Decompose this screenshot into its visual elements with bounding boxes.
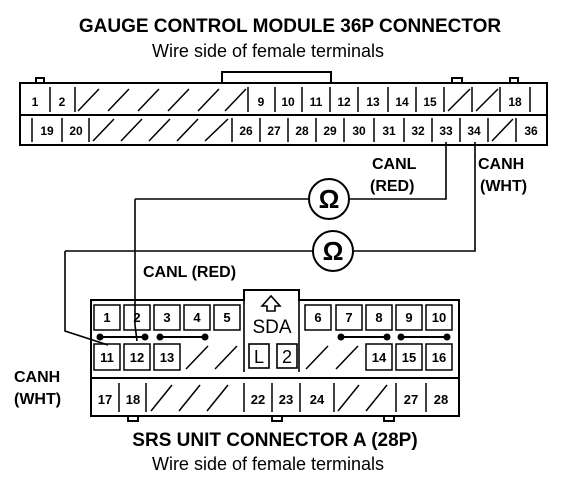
- pin-label: 8: [375, 310, 382, 325]
- pin-label: 7: [345, 310, 352, 325]
- top-connector-pins: 1 2 9 10 11 12 13 14 15 18 19 20 26 27 2…: [32, 95, 538, 138]
- pin-label: 4: [193, 310, 201, 325]
- pin-label: 18: [126, 392, 140, 407]
- pin-label: 13: [366, 95, 380, 109]
- pin-label: 29: [323, 124, 337, 138]
- pin-label: 1: [103, 310, 110, 325]
- canl-label: CANL: [372, 156, 417, 173]
- pin-label: 11: [310, 95, 323, 109]
- box-2: [276, 343, 298, 369]
- pin-label: 36: [524, 124, 538, 138]
- pin-label: 12: [337, 95, 351, 109]
- pin-label: 14: [395, 95, 409, 109]
- ohmmeter-canl: Ω: [308, 178, 350, 220]
- pin-label: 34: [467, 124, 481, 138]
- srs-connector-subtitle: Wire side of female terminals: [152, 454, 384, 474]
- ohm-symbol-icon: Ω: [323, 236, 344, 266]
- pin-label: 23: [279, 392, 293, 407]
- top-connector-title: GAUGE CONTROL MODULE 36P CONNECTOR: [79, 16, 502, 37]
- pin-label: 5: [223, 310, 230, 325]
- top-connector-row1: [49, 87, 531, 112]
- pin-label: 20: [69, 124, 83, 138]
- pin-label: 27: [404, 392, 418, 407]
- top-connector-row2: [31, 118, 517, 142]
- box-2-label: 2: [282, 347, 292, 367]
- pin-label: 11: [100, 350, 114, 365]
- pin-label: 12: [130, 350, 144, 365]
- canh-label: CANH: [478, 156, 524, 173]
- canh-left-label: CANH: [14, 369, 60, 386]
- pin-label: 17: [98, 392, 112, 407]
- ohmmeter-canh: Ω: [312, 230, 354, 272]
- srs-row2-cells: [93, 343, 453, 371]
- wht-label: (WHT): [480, 178, 527, 195]
- pin-label: 2: [133, 310, 140, 325]
- pin-label: 28: [295, 124, 309, 138]
- pin-label: 13: [160, 350, 174, 365]
- srs-row3: [118, 383, 427, 412]
- pin-label: 15: [423, 95, 437, 109]
- sda-label: SDA: [252, 317, 291, 338]
- top-connector: [19, 71, 548, 146]
- srs-connector-title: SRS UNIT CONNECTOR A (28P): [132, 430, 417, 451]
- pin-label: 6: [314, 310, 321, 325]
- pin-label: 1: [32, 95, 39, 109]
- pin-label: 28: [434, 392, 448, 407]
- canl-red-label: CANL (RED): [143, 264, 236, 281]
- ohm-symbol-icon: Ω: [319, 184, 340, 214]
- pin-label: 9: [258, 95, 265, 109]
- pin-label: 10: [432, 310, 446, 325]
- pin-label: 9: [405, 310, 412, 325]
- wires: [64, 142, 476, 346]
- pin-label: 3: [163, 310, 170, 325]
- pin-label: 10: [281, 95, 295, 109]
- top-connector-subtitle: Wire side of female terminals: [152, 41, 384, 61]
- pin-label: 33: [439, 124, 453, 138]
- canh-wire: [353, 142, 476, 252]
- pin-label: 22: [251, 392, 265, 407]
- pin-label: 15: [402, 350, 416, 365]
- pin-label: 24: [310, 392, 325, 407]
- pin-label: 18: [508, 95, 522, 109]
- srs-connector: [90, 289, 460, 422]
- shorting-bars: [96, 333, 451, 341]
- srs-row1-cells: [93, 304, 453, 331]
- srs-pins: 1 2 3 4 5 6 7 8 9 10 11 12 13 14 15 16 1…: [98, 310, 448, 407]
- canl-wire-segment: [134, 199, 138, 342]
- pin-label: 31: [382, 124, 396, 138]
- canl-wire: [349, 142, 447, 200]
- pin-label: 26: [239, 124, 253, 138]
- pin-label: 14: [372, 350, 387, 365]
- pin-label: 2: [59, 95, 66, 109]
- pin-label: 16: [432, 350, 446, 365]
- canh-wire-segment: [64, 251, 109, 346]
- box-l: [248, 343, 270, 369]
- red-label: (RED): [370, 178, 414, 195]
- pin-label: 27: [267, 124, 281, 138]
- arrow-up-icon: [260, 294, 282, 312]
- pin-label: 19: [40, 124, 54, 138]
- pin-label: 30: [352, 124, 366, 138]
- wht-left-label: (WHT): [14, 391, 61, 408]
- sda-block: [243, 294, 300, 372]
- box-l-label: L: [254, 347, 264, 367]
- pin-label: 32: [411, 124, 425, 138]
